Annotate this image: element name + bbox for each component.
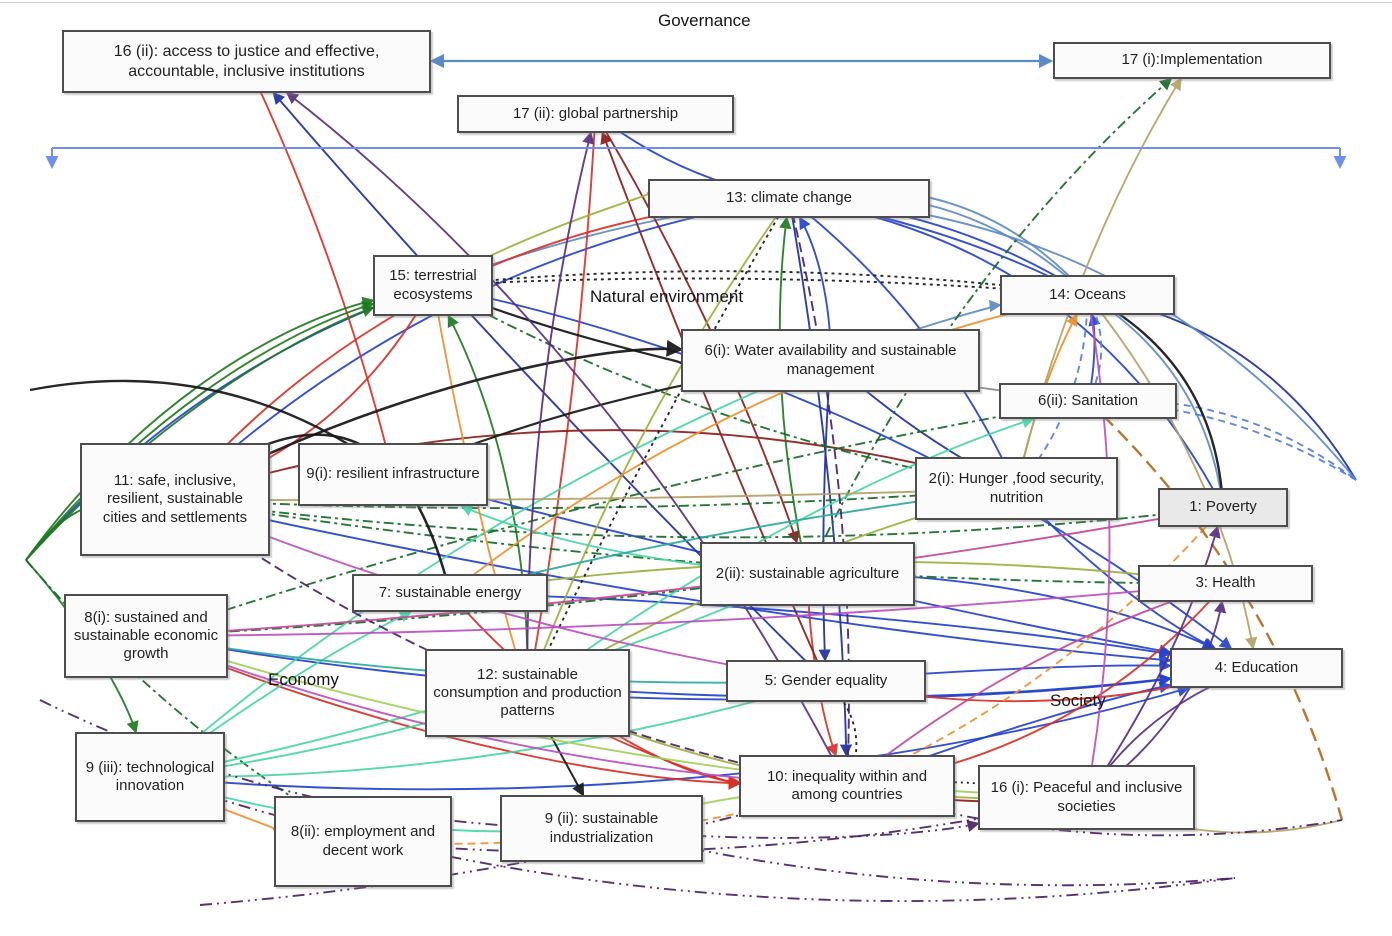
node-label: 7: sustainable energy bbox=[378, 583, 522, 601]
node-label: 8(i): sustained and sustainable economic… bbox=[73, 608, 219, 663]
node-9iii-technological-innovation: 9 (iii): technological innovation bbox=[75, 732, 225, 822]
node-17i-implementation: 17 (i):Implementation bbox=[1053, 42, 1331, 79]
node-label: 9(i): resilient infrastructure bbox=[306, 465, 480, 483]
node-label: 3: Health bbox=[1195, 574, 1256, 592]
node-4-education: 4: Education bbox=[1170, 648, 1343, 688]
node-label: 2(ii): sustainable agriculture bbox=[715, 564, 900, 582]
node-label: 17 (ii): global partnership bbox=[512, 104, 679, 122]
region-label-economy: Economy bbox=[268, 670, 339, 689]
node-10-inequality: 10: inequality within and among countrie… bbox=[739, 755, 955, 817]
node-12-consumption-production: 12: sustainable consumption and producti… bbox=[425, 649, 630, 737]
node-3-health: 3: Health bbox=[1138, 565, 1313, 602]
node-6ii-sanitation: 6(ii): Sanitation bbox=[999, 383, 1177, 419]
node-9ii-sustainable-industrialization: 9 (ii): sustainable industrialization bbox=[500, 795, 703, 862]
node-label: 1: Poverty bbox=[1189, 498, 1257, 516]
node-label: 6(ii): Sanitation bbox=[1037, 391, 1139, 409]
node-label: 13: climate change bbox=[726, 189, 852, 207]
node-13-climate-change: 13: climate change bbox=[648, 179, 930, 218]
node-8ii-employment-decent-work: 8(ii): employment and decent work bbox=[274, 796, 452, 887]
node-label: 12: sustainable consumption and producti… bbox=[433, 665, 622, 720]
node-17ii-global-partnership: 17 (ii): global partnership bbox=[457, 95, 734, 133]
node-2i-hunger-food-security: 2(i): Hunger ,food security, nutrition bbox=[915, 457, 1118, 520]
node-15-terrestrial-ecosystems: 15: terrestrial ecosystems bbox=[373, 255, 493, 316]
node-label: 16 (i): Peaceful and inclusive societies bbox=[990, 779, 1183, 815]
page-top-rule bbox=[0, 2, 1392, 3]
node-label: 4: Education bbox=[1214, 658, 1299, 676]
node-8i-economic-growth: 8(i): sustained and sustainable economic… bbox=[64, 594, 228, 678]
node-16i-peaceful-societies: 16 (i): Peaceful and inclusive societies bbox=[978, 765, 1195, 830]
node-9i-resilient-infrastructure: 9(i): resilient infrastructure bbox=[298, 443, 488, 506]
node-label: 9 (iii): technological innovation bbox=[85, 758, 215, 794]
node-label: 15: terrestrial ecosystems bbox=[389, 267, 477, 303]
node-11-cities-settlements: 11: safe, inclusive, resilient, sustaina… bbox=[80, 443, 270, 556]
node-label: 8(ii): employment and decent work bbox=[290, 823, 436, 859]
node-2ii-sustainable-agriculture: 2(ii): sustainable agriculture bbox=[700, 542, 915, 606]
node-label: 2(i): Hunger ,food security, nutrition bbox=[928, 470, 1105, 506]
region-label-natural-environment: Natural environment bbox=[590, 287, 744, 306]
node-7-sustainable-energy: 7: sustainable energy bbox=[352, 574, 548, 612]
node-1-poverty: 1: Poverty bbox=[1158, 488, 1288, 527]
node-label: 10: inequality within and among countrie… bbox=[766, 767, 928, 803]
region-label-governance: Governance bbox=[658, 11, 751, 30]
node-label: 11: safe, inclusive, resilient, sustaina… bbox=[102, 472, 248, 526]
node-label: 9 (ii): sustainable industrialization bbox=[544, 810, 659, 846]
node-14-oceans: 14: Oceans bbox=[1000, 275, 1175, 315]
node-label: 6(i): Water availability and sustainable… bbox=[704, 342, 957, 378]
node-16ii-justice-institutions: 16 (ii): access to justice and effective… bbox=[62, 30, 431, 93]
region-label-society: Society bbox=[1050, 691, 1106, 710]
node-label: 14: Oceans bbox=[1049, 285, 1126, 303]
node-5-gender-equality: 5: Gender equality bbox=[726, 660, 926, 702]
node-label: 5: Gender equality bbox=[764, 671, 888, 689]
node-label: 16 (ii): access to justice and effective… bbox=[113, 42, 380, 80]
node-label: 17 (i):Implementation bbox=[1121, 51, 1263, 69]
node-6i-water-availability: 6(i): Water availability and sustainable… bbox=[681, 329, 980, 392]
